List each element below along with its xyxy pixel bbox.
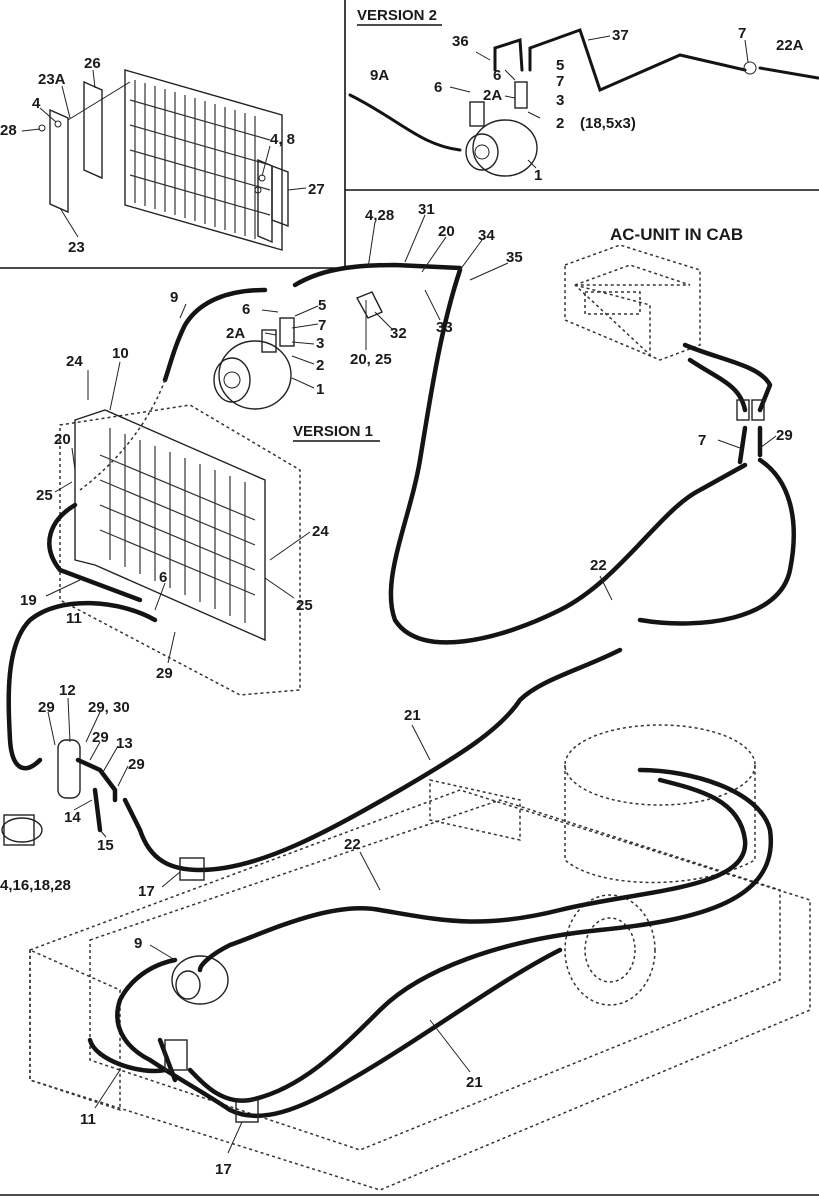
callout-main-10: 10: [112, 345, 129, 362]
callout-main-6b: 6: [159, 569, 167, 586]
callout-main-4-28: 4,28: [365, 207, 394, 224]
callout-v2-3: 3: [556, 92, 564, 109]
callout-drier-15: 15: [97, 837, 114, 854]
callout-v2-2a: 2A: [483, 87, 502, 104]
inset-condenser-brackets: [21, 69, 307, 251]
callout-v2-1: 1: [534, 167, 542, 184]
callout-v2-dim: (18,5x3): [580, 115, 636, 132]
callout-drier-12: 12: [59, 682, 76, 699]
callout-main-35: 35: [506, 249, 523, 266]
callout-drier-13: 13: [116, 735, 133, 752]
callout-drier-29c: 29: [128, 756, 145, 773]
callout-drier-29a: 29: [38, 699, 55, 716]
callout-main-1: 1: [316, 381, 324, 398]
callout-v2-7b: 7: [556, 73, 564, 90]
callout-main-2a: 2A: [226, 325, 245, 342]
callout-main-24a: 24: [66, 353, 83, 370]
callout-drier-29-30: 29, 30: [88, 699, 130, 716]
callout-v2-7: 7: [738, 25, 746, 42]
callout-main-32: 32: [390, 325, 407, 342]
ac-unit-in-cab: [564, 244, 773, 465]
callout-main-9: 9: [170, 289, 178, 306]
callout-main-24b: 24: [312, 523, 329, 540]
callout-inset-23: 23: [68, 239, 85, 256]
callout-v2-22a: 22A: [776, 37, 804, 54]
heading-version2: VERSION 2: [357, 7, 437, 24]
callout-main-7c: 7: [698, 432, 706, 449]
version2-inset: [348, 28, 819, 177]
callout-frame-22: 22: [344, 836, 361, 853]
heading-version1: VERSION 1: [293, 423, 373, 440]
callout-main-25a: 25: [36, 487, 53, 504]
callout-inset-28: 28: [0, 122, 17, 139]
callout-v2-6a: 6: [493, 67, 501, 84]
callout-main-7: 7: [318, 317, 326, 334]
callout-main-2: 2: [316, 357, 324, 374]
callout-main-20-25: 20, 25: [350, 351, 392, 368]
callout-inset-26: 26: [84, 55, 101, 72]
callout-inset-4: 4: [32, 95, 41, 112]
callout-drier-14: 14: [64, 809, 81, 826]
callout-v2-2: 2: [556, 115, 564, 132]
version1-main: [1, 214, 796, 888]
heading-ac-unit: AC-UNIT IN CAB: [610, 225, 743, 244]
callout-main-19: 19: [20, 592, 37, 609]
callout-main-3: 3: [316, 335, 324, 352]
callout-inset-4-8: 4, 8: [270, 131, 295, 148]
callout-main-34: 34: [478, 227, 495, 244]
callout-frame-9: 9: [134, 935, 142, 952]
callout-v2-37: 37: [612, 27, 629, 44]
callout-drier-4-16-18-28: 4,16,18,28: [0, 877, 71, 894]
callout-frame-11: 11: [80, 1111, 96, 1128]
callout-main-20b: 20: [54, 431, 71, 448]
callout-inset-27: 27: [308, 181, 325, 198]
callout-frame-21: 21: [466, 1074, 483, 1091]
callout-main-11: 11: [66, 610, 82, 627]
callout-main-31: 31: [418, 201, 435, 218]
callout-main-29c: 29: [776, 427, 793, 444]
callout-main-25b: 25: [296, 597, 313, 614]
callout-v2-9a: 9A: [370, 67, 389, 84]
callout-inset-23a: 23A: [38, 71, 66, 88]
callout-v2-36: 36: [452, 33, 469, 50]
callout-v2-5: 5: [556, 57, 564, 74]
machine-frame: [29, 724, 811, 1191]
callout-main-20: 20: [438, 223, 455, 240]
callout-main-29: 29: [156, 665, 173, 682]
callout-main-6: 6: [242, 301, 250, 318]
callout-main-22: 22: [590, 557, 607, 574]
callout-labels: 36 37 7 22A 9A 6 6 5 7 2A 3 2 (18,5x3) 1…: [0, 25, 804, 1178]
condenser-grid-inset: [129, 80, 271, 239]
callout-main-5: 5: [318, 297, 326, 314]
callout-main-21: 21: [404, 707, 421, 724]
callout-drier-17: 17: [138, 883, 155, 900]
condenser-grid-main: [99, 428, 256, 623]
callout-main-33: 33: [436, 319, 453, 336]
callout-frame-17: 17: [215, 1161, 232, 1178]
callout-drier-29b: 29: [92, 729, 109, 746]
headings: VERSION 2 VERSION 1 AC-UNIT IN CAB: [293, 7, 743, 442]
callout-v2-6b: 6: [434, 79, 442, 96]
